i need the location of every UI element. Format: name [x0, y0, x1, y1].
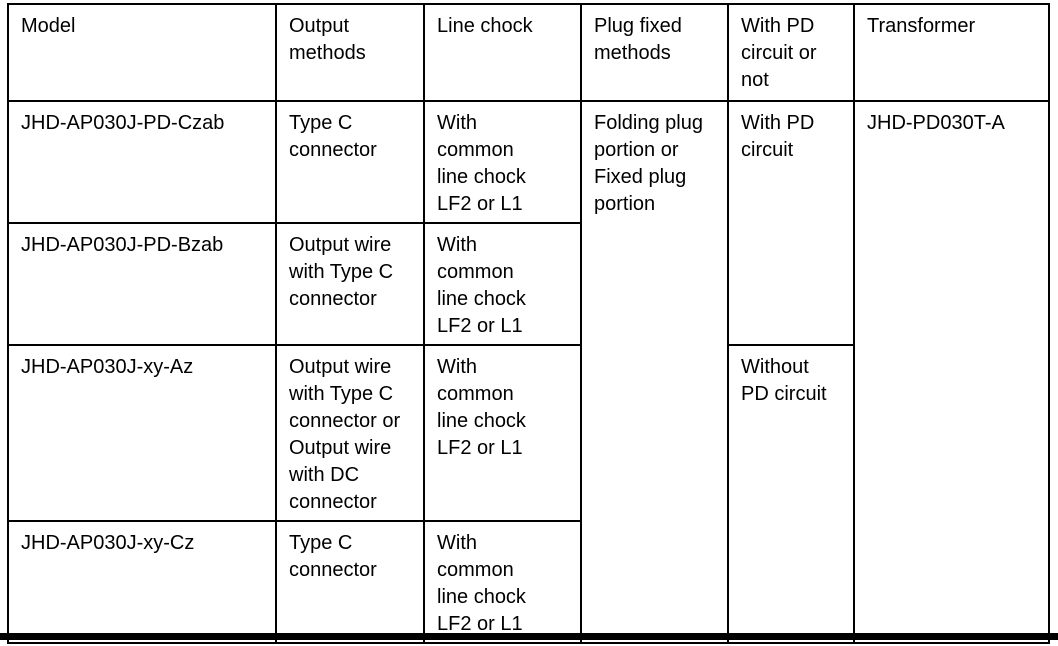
table-row: JHD-AP030J-xy-Cz Type C connector With c…: [7, 520, 1049, 644]
cell-model-1: JHD-AP030J-PD-Czab: [7, 100, 277, 224]
cell-without-pd-circuit: Without PD circuit: [727, 344, 855, 644]
cell-model-4: JHD-AP030J-xy-Cz: [7, 520, 277, 644]
cell-model-3: JHD-AP030J-xy-Az: [7, 344, 277, 522]
header-cell-model: Model: [7, 3, 277, 102]
cell-model-2: JHD-AP030J-PD-Bzab: [7, 222, 277, 346]
table-row: JHD-AP030J-PD-Czab Type C connector With…: [7, 100, 1050, 644]
cell-line-chock-4: With common line chock LF2 or L1: [423, 520, 582, 644]
header-cell-plug-fixed-methods: Plug fixed methods: [580, 3, 729, 102]
table-row: JHD-AP030J-xy-Az Output wire with Type C…: [7, 344, 1049, 644]
cell-line-chock-1: With common line chock LF2 or L1: [423, 100, 582, 224]
cell-output-methods-3: Output wire with Type C connector or Out…: [275, 344, 425, 522]
cell-line-chock-3: With common line chock LF2 or L1: [423, 344, 582, 522]
header-cell-output-methods: Output methods: [275, 3, 425, 102]
table-row: JHD-AP030J-PD-Bzab Output wire with Type…: [7, 222, 1049, 346]
header-cell-transformer: Transformer: [853, 3, 1050, 102]
cell-output-methods-2: Output wire with Type C connector: [275, 222, 425, 346]
header-row: Model Output methods Line chock Plug fix…: [7, 3, 1050, 102]
cell-plug-fixed-methods: Folding plug portion or Fixed plug porti…: [580, 100, 729, 644]
header-cell-pd-circuit: With PD circuit or not: [727, 3, 855, 102]
cell-output-methods-1: Type C connector: [275, 100, 425, 224]
cell-transformer: JHD-PD030T-A: [853, 100, 1050, 644]
cell-with-pd-circuit: With PD circuit: [727, 100, 855, 346]
spec-table: Model Output methods Line chock Plug fix…: [7, 3, 1050, 644]
cell-line-chock-2: With common line chock LF2 or L1: [423, 222, 582, 346]
thick-bottom-rule: [0, 633, 1058, 640]
cell-output-methods-4: Type C connector: [275, 520, 425, 644]
header-cell-line-chock: Line chock: [423, 3, 582, 102]
